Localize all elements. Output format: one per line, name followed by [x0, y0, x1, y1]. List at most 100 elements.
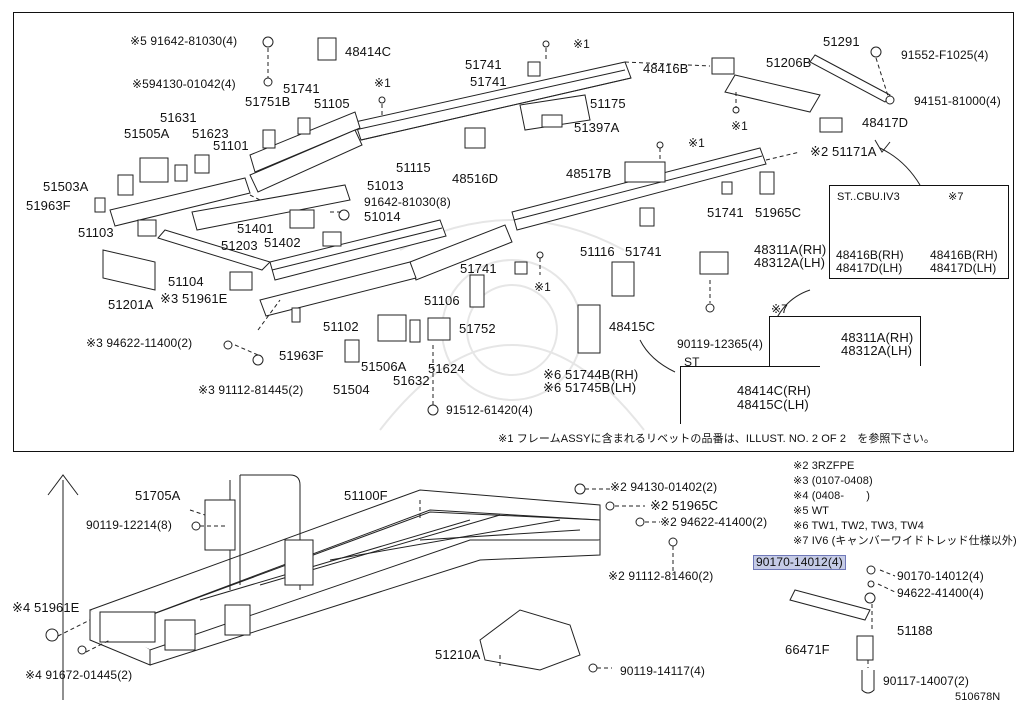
- callout-48516D[interactable]: 48516D: [452, 171, 499, 186]
- callout-90119-14117[interactable]: 90119-14117(4): [620, 664, 706, 678]
- callout-51744B[interactable]: ※6 51744B(RH): [543, 367, 639, 382]
- callout-51624[interactable]: 51624: [428, 361, 465, 376]
- callout-51210A[interactable]: 51210A: [435, 647, 481, 662]
- callout-94151-81000[interactable]: 94151-81000(4): [914, 94, 1001, 108]
- callout-51104[interactable]: 51104: [168, 274, 204, 289]
- callout-51741-b[interactable]: 51741: [465, 57, 502, 72]
- callout-51206B[interactable]: 51206B: [766, 55, 812, 70]
- callout-51291[interactable]: 51291: [823, 34, 860, 49]
- callout-48414C[interactable]: 48414C: [345, 44, 392, 59]
- inset-box-48311A: [769, 316, 921, 366]
- legend-item-4: ※4 (0408- ): [793, 490, 871, 502]
- callout-48415C-lh[interactable]: 48415C(LH): [737, 397, 809, 412]
- rail-51014: [269, 219, 447, 281]
- callout-51100F[interactable]: 51100F: [344, 488, 388, 503]
- callout-91552-F1025[interactable]: 91552-F1025(4): [901, 48, 989, 62]
- callout-51963F-a[interactable]: 51963F: [26, 198, 71, 213]
- callout-51397A[interactable]: 51397A: [574, 120, 620, 135]
- legend-item-5: ※5 WT: [793, 505, 829, 517]
- leader-lines: [234, 48, 889, 405]
- callout-90117-14007[interactable]: 90117-14007(2): [883, 674, 969, 688]
- callout-51741-e[interactable]: 51741: [625, 244, 662, 259]
- callout-91112-81445[interactable]: ※3 91112-81445(2): [198, 383, 304, 397]
- callout-51201A[interactable]: 51201A: [108, 297, 154, 312]
- callout-91642-81030-8[interactable]: 91642-81030(8): [364, 195, 451, 209]
- callout-48312A-a[interactable]: 48312A(LH): [754, 255, 826, 270]
- callout-48414C-rh[interactable]: 48414C(RH): [737, 383, 811, 398]
- callout-51402[interactable]: 51402: [264, 235, 301, 250]
- callout-51505A[interactable]: 51505A: [124, 126, 170, 141]
- callout-94130-01042[interactable]: ※594130-01042(4): [132, 77, 236, 91]
- skid-plate-51210A: [479, 609, 581, 671]
- callout-51965C-b[interactable]: ※2 51965C: [650, 498, 719, 513]
- callout-51106[interactable]: 51106: [424, 293, 460, 308]
- callout-48415C[interactable]: 48415C: [609, 319, 656, 334]
- inset-col2-line2: 48417D(LH): [930, 261, 997, 275]
- callout-51965C[interactable]: 51965C: [755, 205, 802, 220]
- callout-51013[interactable]: 51013: [367, 178, 404, 193]
- callout-51506A[interactable]: 51506A: [361, 359, 407, 374]
- rail-51115: [354, 61, 632, 141]
- illustration-number: 510678N: [955, 691, 1001, 703]
- callout-51175[interactable]: 51175: [590, 96, 626, 111]
- callout-51631[interactable]: 51631: [160, 110, 197, 125]
- rail-51105: [249, 111, 363, 193]
- callout-51741-d[interactable]: 51741: [707, 205, 744, 220]
- callout-51961E-a[interactable]: ※3 51961E: [160, 291, 228, 306]
- callout-48312A-b[interactable]: 48312A(LH): [841, 343, 913, 358]
- callout-51116[interactable]: 51116: [580, 244, 615, 259]
- callout-91112-81460[interactable]: ※2 91112-81460(2): [608, 569, 714, 583]
- bracket-51291: [809, 54, 891, 103]
- callout-91642-81030-4[interactable]: ※5 91642-81030(4): [130, 34, 238, 48]
- callout-51963F-b[interactable]: 51963F: [279, 348, 324, 363]
- inset-variant-box: [829, 185, 1009, 279]
- callout-51705A[interactable]: 51705A: [135, 488, 181, 503]
- callout-94130-01402[interactable]: ※2 94130-01402(2): [610, 480, 718, 494]
- callout-51741-a[interactable]: 51741: [283, 81, 320, 96]
- callout-51014[interactable]: 51014: [364, 209, 401, 224]
- callout-51632[interactable]: 51632: [393, 373, 430, 388]
- callout-90119-12214[interactable]: 90119-12214(8): [86, 518, 172, 532]
- callout-51105[interactable]: 51105: [314, 96, 350, 111]
- callout-51102[interactable]: 51102: [323, 319, 359, 334]
- rail-51116: [511, 147, 767, 231]
- callout-90170-14012[interactable]: 90170-14012(4): [897, 569, 984, 583]
- callout-51752[interactable]: 51752: [459, 321, 496, 336]
- callout-66471F[interactable]: 66471F: [785, 642, 830, 657]
- callout-51623[interactable]: 51623: [192, 126, 229, 141]
- callout-51504[interactable]: 51504: [333, 382, 370, 397]
- callout-48311A-b[interactable]: 48311A(RH): [841, 330, 914, 345]
- note-1-a: ※1: [374, 76, 391, 90]
- callout-51188[interactable]: 51188: [897, 623, 933, 638]
- parts-51188-66471F: [45, 483, 876, 694]
- callout-51741-f[interactable]: 51741: [460, 261, 497, 276]
- callout-91512-61420[interactable]: 91512-61420(4): [446, 403, 533, 417]
- callout-51203[interactable]: 51203: [221, 238, 258, 253]
- callout-91672-01445[interactable]: ※4 91672-01445(2): [25, 668, 133, 682]
- callout-48417D[interactable]: 48417D: [862, 115, 909, 130]
- callout-90119-12365[interactable]: 90119-12365(4): [677, 337, 763, 351]
- callout-48416B[interactable]: 48416B: [643, 61, 689, 76]
- inset-col1-line2: 48417D(LH): [836, 261, 903, 275]
- upper-diagram-frame: [13, 12, 1014, 452]
- callout-51401[interactable]: 51401: [237, 221, 274, 236]
- callout-94622-41400-4[interactable]: 94622-41400(4): [897, 586, 984, 600]
- callout-51115[interactable]: 51115: [396, 160, 431, 175]
- callout-48311A-a[interactable]: 48311A(RH): [754, 242, 827, 257]
- variant-st: ST: [684, 355, 700, 369]
- selected-part-90170-14012[interactable]: 90170-14012(4): [753, 555, 846, 570]
- callout-51101[interactable]: 51101: [213, 138, 249, 153]
- callout-94622-41400-2[interactable]: ※2 94622-41400(2): [660, 515, 768, 529]
- callout-51751B[interactable]: 51751B: [245, 94, 291, 109]
- rail-51013: [191, 184, 351, 231]
- callout-51503A[interactable]: 51503A: [43, 179, 89, 194]
- frame-assembly-51100F: [89, 489, 601, 666]
- callout-51171A[interactable]: ※2 51171A: [810, 144, 877, 159]
- callout-48517B[interactable]: 48517B: [566, 166, 612, 181]
- callout-51103[interactable]: 51103: [78, 225, 114, 240]
- callout-51961E-b[interactable]: ※4 51961E: [12, 600, 80, 615]
- callout-51741-c[interactable]: 51741: [470, 74, 507, 89]
- callout-94622-11400[interactable]: ※3 94622-11400(2): [86, 336, 193, 350]
- callout-51745B[interactable]: ※6 51745B(LH): [543, 380, 637, 395]
